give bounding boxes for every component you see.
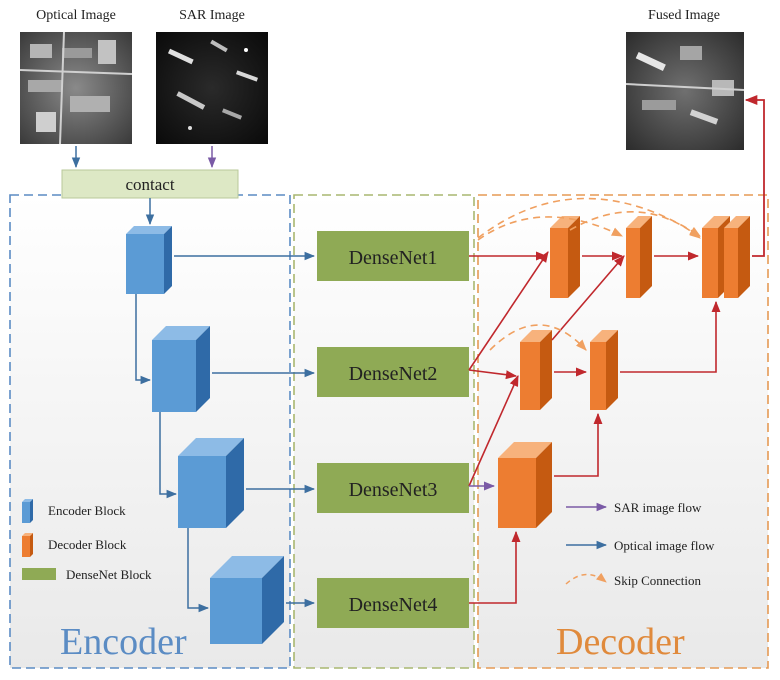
legend-decoder-block-icon [22, 533, 33, 557]
decoder-section-border [477, 194, 769, 669]
encoder-block-2 [152, 326, 210, 412]
fused-image-label: Fused Image [648, 8, 720, 23]
skip-connection-2 [477, 216, 624, 241]
legend-encoder-block-icon [22, 499, 33, 523]
legend-densenet-icon [22, 568, 56, 580]
decoder-block-d2b [626, 216, 652, 298]
decoder-block-d3b [590, 330, 618, 410]
d4-to-d3b-arrow [554, 412, 603, 477]
d3-to-d2b-diag-arrow [551, 255, 625, 341]
encoder-block-1 [126, 226, 172, 294]
skip-connection-3 [569, 211, 701, 239]
densenet4-block [317, 578, 469, 628]
encoder-block-4 [210, 556, 284, 644]
fused-image [625, 32, 745, 150]
legend-skip-icon [565, 572, 607, 585]
d3b-to-d1-arrow [620, 300, 721, 373]
decoder-block-d3 [520, 330, 552, 410]
densenet1-label: DenseNet1 [349, 247, 438, 269]
legend-encoder-label: Encoder Block [48, 503, 126, 518]
enc1-to-enc2-arrow [135, 294, 152, 385]
sar-image-label: SAR Image [179, 8, 245, 23]
densenet2-to-d2-diag-arrow [468, 251, 549, 371]
densenet4-label: DenseNet4 [349, 594, 438, 616]
densenet-section-border [293, 194, 475, 669]
encoder-section-title: Encoder [60, 621, 187, 663]
encoder-block-3 [178, 438, 244, 528]
densenet3-label: DenseNet3 [349, 479, 438, 501]
densenet2-label: DenseNet2 [349, 363, 438, 385]
enc2-to-enc3-arrow [159, 412, 178, 499]
decoder-section-title: Decoder [556, 621, 685, 663]
densenet1-block [317, 231, 469, 281]
concat-box [61, 169, 239, 199]
legend-optical-flow-label: Optical image flow [614, 538, 715, 553]
optical-image [19, 31, 133, 145]
densenet3-block [317, 463, 469, 513]
concat-label: contact [125, 175, 174, 194]
skip-connection-4 [489, 324, 587, 351]
densenet2-block [317, 347, 469, 397]
densenet3-to-d3-diag-arrow [468, 374, 519, 487]
densenet4-to-d4-arrow [469, 530, 521, 604]
optical-image-label: Optical Image [36, 8, 116, 23]
enc3-to-enc4-arrow [187, 528, 210, 613]
d1-to-fused-arrow [744, 94, 765, 257]
legend-densenet-label: DenseNet Block [66, 567, 152, 582]
legend-decoder-label: Decoder Block [48, 537, 127, 552]
legend-sar-flow-label: SAR image flow [614, 500, 702, 515]
sar-image [156, 32, 268, 144]
densenet2-to-d3-arrow [468, 369, 518, 380]
skip-connection-1 [477, 197, 701, 239]
decoder-block-d1b [724, 216, 750, 298]
decoder-block-d4 [498, 442, 552, 528]
legend-skip-label: Skip Connection [614, 573, 702, 588]
decoder-block-d2 [550, 216, 580, 298]
